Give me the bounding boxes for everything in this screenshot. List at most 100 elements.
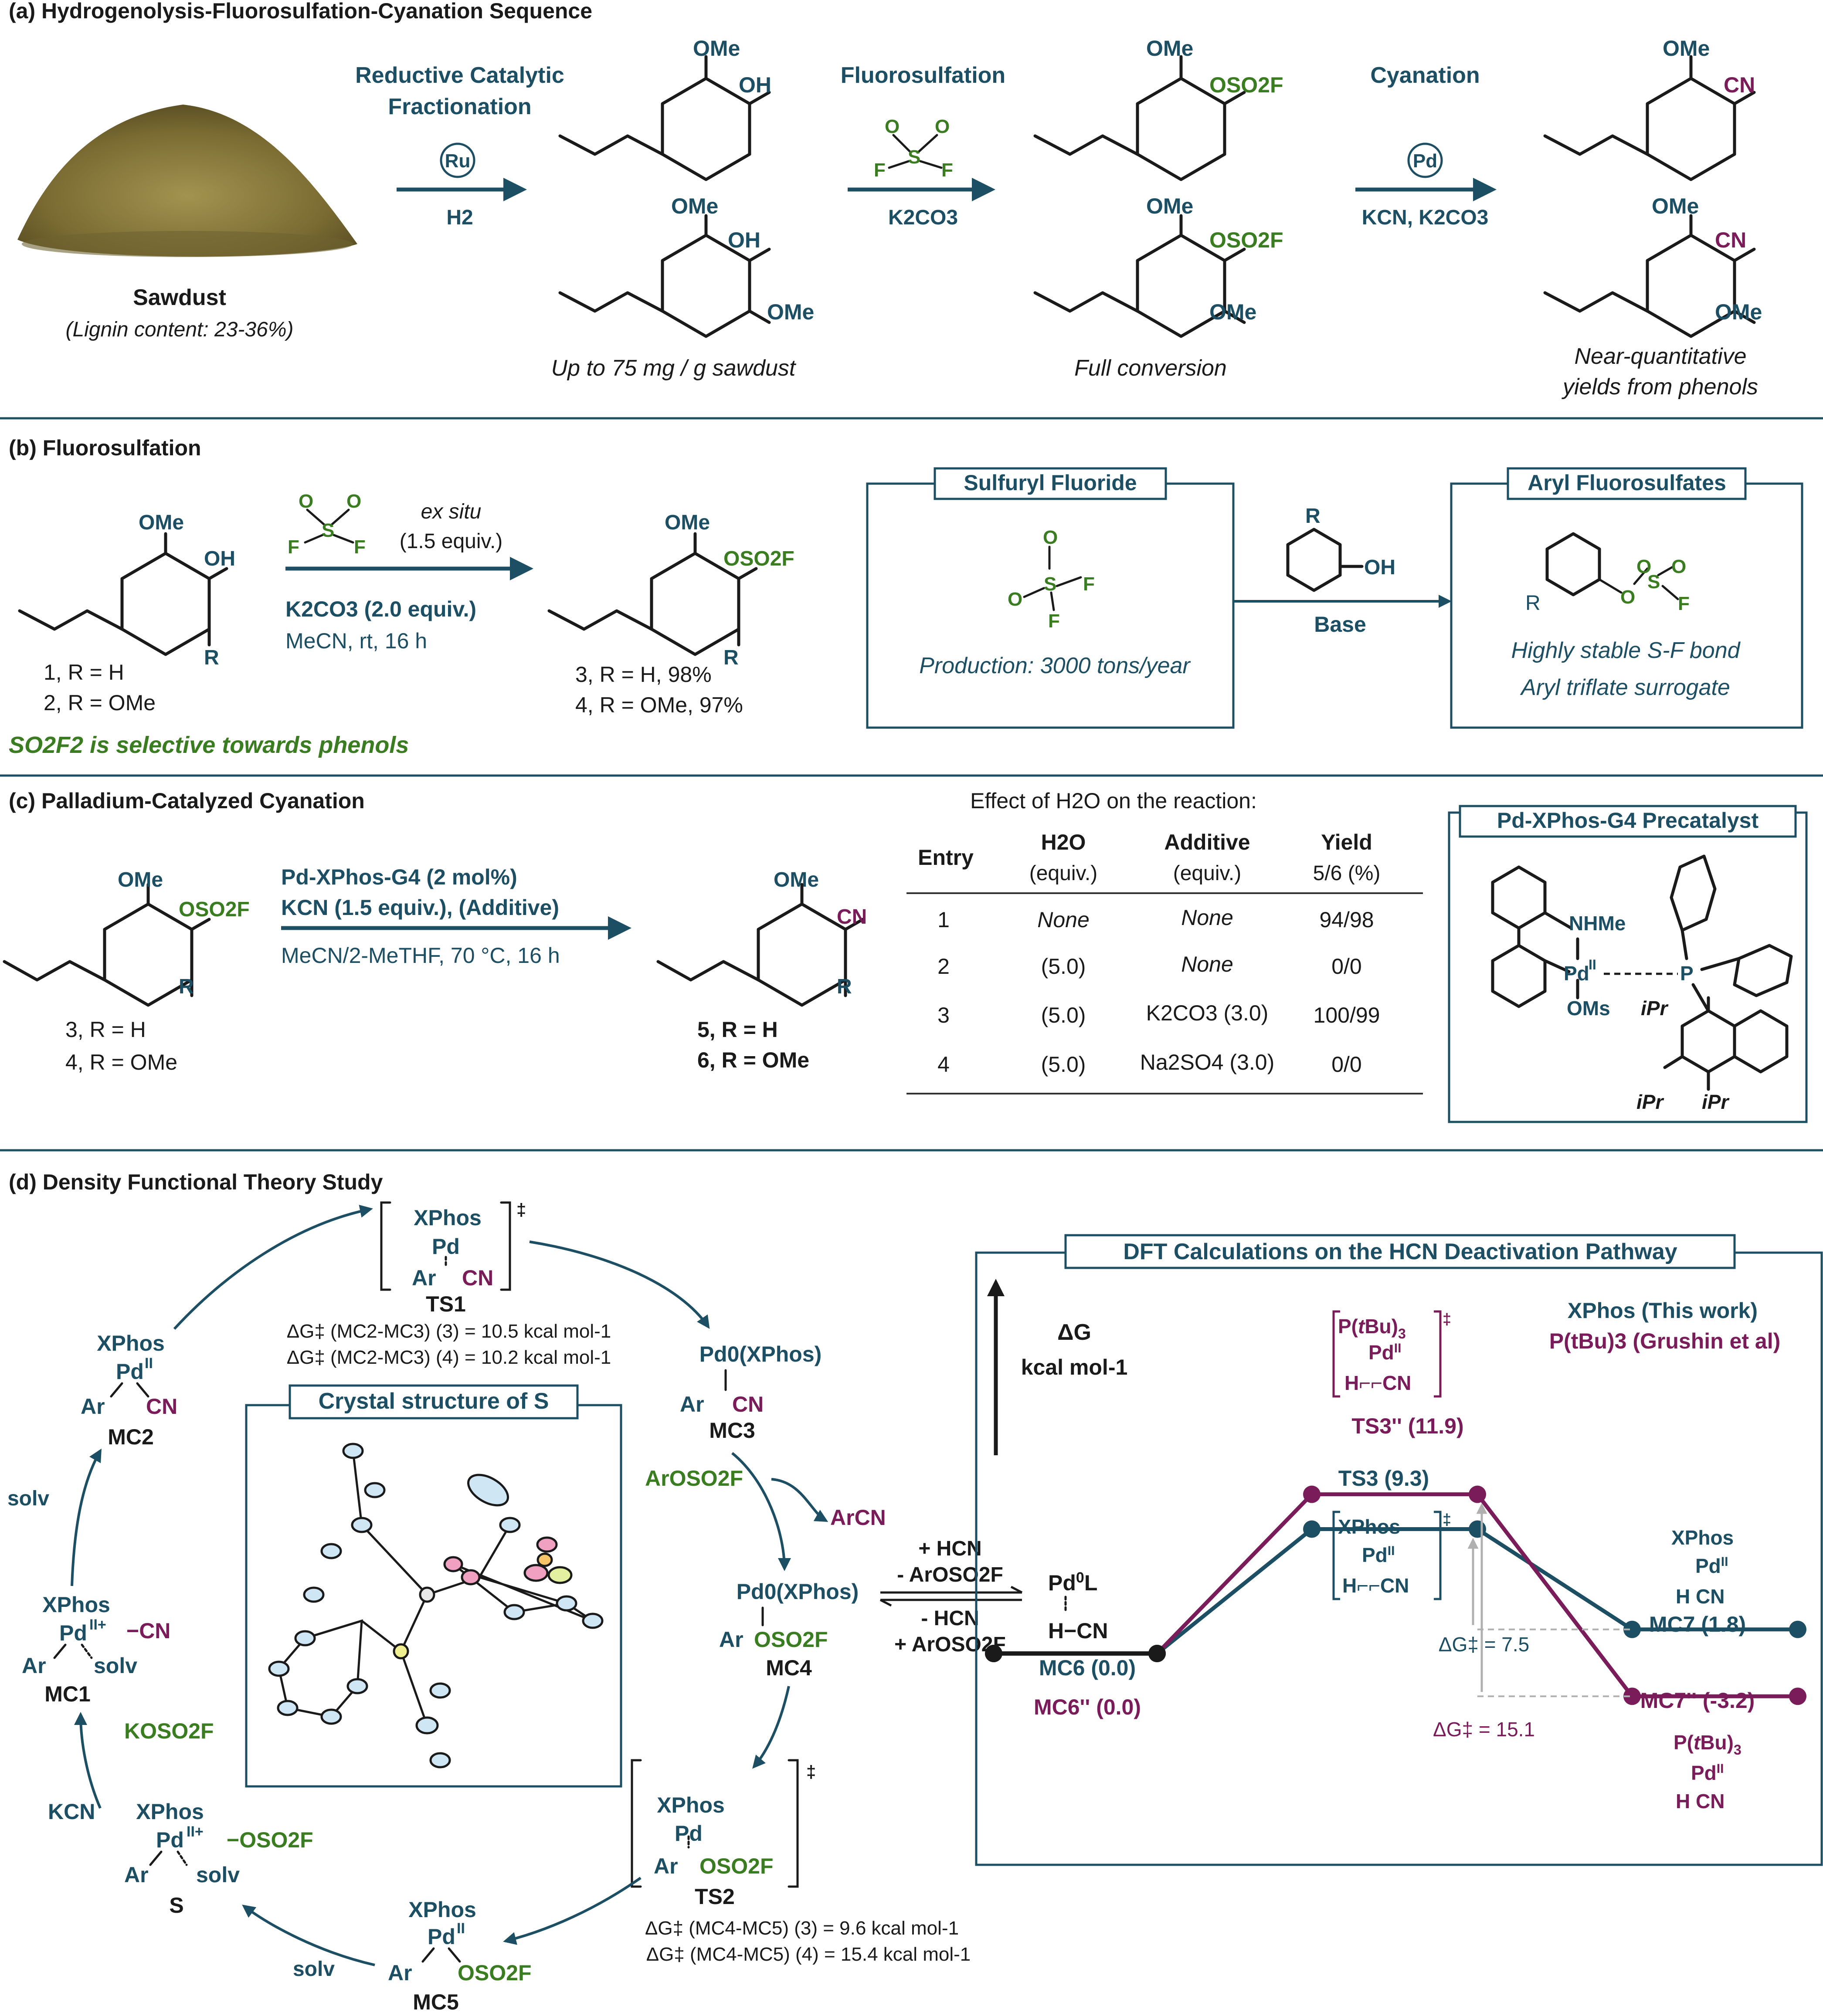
b-sm1: 1, R = H — [44, 660, 124, 684]
ts1-dagger: ‡ — [516, 1200, 526, 1220]
sulfuryl-fluoride-box-title-bg — [934, 467, 1167, 500]
sawdust-label: Sawdust — [133, 285, 226, 310]
phenol-2-structure — [558, 214, 771, 338]
phenol2-ome-bottom: OMe — [767, 300, 814, 324]
phenol-1-structure — [558, 55, 771, 181]
mc7-xphos: XPhos — [1671, 1526, 1734, 1549]
b-exsitu: ex situ — [421, 500, 482, 523]
ts3pp-pd: PdII — [1368, 1341, 1401, 1364]
energy-axis-arrowhead — [987, 1279, 1005, 1296]
sulfuryl-fluoride-title: Sulfuryl Fluoride — [964, 471, 1137, 495]
b-middle-phenol — [1286, 528, 1364, 592]
b-sm-ome: OMe — [139, 511, 184, 534]
fluorosulfate-1-structure — [1033, 55, 1246, 181]
step3-catalyst: Pd — [1413, 150, 1437, 172]
b-p3: 3, R = H, 98% — [575, 662, 712, 687]
fs2-oso2f: OSO2F — [1209, 228, 1283, 252]
mc1-bond1 — [53, 1643, 67, 1659]
energy-diagram-title-bg — [1064, 1234, 1736, 1269]
mc6-label: MC6 (0.0) — [1039, 1656, 1136, 1680]
ts3pp-ligand: P(tBu)3 — [1338, 1315, 1406, 1342]
ts1-cn: CN — [462, 1266, 493, 1290]
ts2-pd: Pd — [675, 1821, 703, 1846]
sf-structure — [1023, 546, 1082, 611]
energy-point — [1789, 1620, 1806, 1638]
koso2f-out: KOSO2F — [124, 1719, 214, 1743]
barrier-lines — [1467, 1503, 1632, 1698]
ts3pp-structure — [1332, 1310, 1442, 1398]
sf-s: S — [1044, 573, 1056, 595]
precat-pd-ox: II — [1589, 957, 1596, 972]
sf-production: Production: 3000 tons/year — [919, 653, 1191, 678]
table-caption: Effect of H2O on the reaction: — [970, 789, 1257, 813]
aryl-fluorosulfates-box-title-bg — [1507, 467, 1747, 500]
fluorosulfate-2-structure — [1033, 214, 1246, 338]
aryl-fluorosulfates-title: Aryl Fluorosulfates — [1528, 471, 1726, 495]
c-p-ome: OMe — [774, 868, 819, 891]
s-xphos: XPhos — [136, 1799, 204, 1824]
energy-axis-dg: ΔG — [1057, 1320, 1091, 1345]
b-so2f2-s: S — [322, 520, 334, 541]
mc5-oso2f: OSO2F — [458, 1961, 531, 1985]
energy-profile-lines — [985, 1485, 1806, 1705]
mc6-point — [1148, 1645, 1166, 1662]
aroso2f-curve — [771, 1478, 828, 1522]
ts2-oso2f: OSO2F — [699, 1854, 773, 1878]
mc2-ar: Ar — [81, 1394, 105, 1419]
mc5-pd: Pd — [428, 1925, 455, 1949]
s-bond2 — [177, 1850, 188, 1866]
mc1-counter: −CN — [126, 1619, 170, 1643]
c-sm-oso2f: OSO2F — [179, 898, 250, 921]
c-p6: 6, R = OMe — [697, 1048, 809, 1072]
solv-in: solv — [293, 1958, 335, 1981]
fs1-ome: OMe — [1146, 36, 1193, 61]
c-cat: Pd-XPhos-G4 (2 mol%) — [281, 865, 517, 889]
panel-c: (c) Palladium-Catalyzed Cyanation OMe OS… — [3, 789, 1808, 1123]
phenol1-oh: OH — [739, 73, 771, 97]
mc5-pd-ox: II — [457, 1920, 465, 1937]
ts2-bracket — [631, 1759, 799, 1888]
mc1-pd: Pd — [59, 1621, 87, 1645]
solv-out: solv — [7, 1487, 49, 1510]
c-conditions: MeCN/2-MeTHF, 70 °C, 16 h — [281, 943, 560, 968]
ts3-dagger: ‡ — [1443, 1511, 1451, 1528]
mc2-pd: Pd — [116, 1359, 144, 1384]
precat-nhme: NHMe — [1569, 912, 1626, 935]
crystal-structure-title-bg — [289, 1384, 579, 1420]
precat-oms: OMs — [1567, 997, 1610, 1020]
sawdust-image — [17, 105, 357, 257]
nitrile-1-structure — [1543, 55, 1756, 181]
barrier-ptbu: ΔG‡ = 15.1 — [1433, 1718, 1535, 1741]
energy-point — [1623, 1620, 1641, 1638]
precat-pd: Pd — [1564, 962, 1589, 985]
precat-ipr-2: iPr — [1636, 1091, 1664, 1113]
eq-plus-hcn: + HCN — [918, 1537, 981, 1560]
nitrile-2-structure — [1543, 214, 1756, 338]
s-pd: Pd — [156, 1828, 184, 1852]
sulfuryl-fluoride-box — [866, 482, 1235, 729]
b-selectivity: SO2F2 is selective towards phenols — [9, 732, 409, 758]
step3-reagent: KCN, K2CO3 — [1362, 206, 1489, 229]
aryl-fs-o1: O — [1636, 556, 1651, 577]
c-sm3: 3, R = H — [65, 1017, 146, 1042]
sf-o-left: O — [1008, 589, 1022, 610]
mc7-hcn: H CN — [1676, 1585, 1725, 1608]
b-middle-oh: OH — [1364, 556, 1395, 579]
mc6-pd0l: Pd0L — [1048, 1569, 1097, 1595]
table-row-3-yield: 100/99 — [1314, 1003, 1380, 1027]
mc1-pd-ox: II+ — [89, 1616, 106, 1633]
ts3-hcn: H⌐⌐CN — [1342, 1574, 1409, 1597]
phenol2-oh: OH — [728, 228, 760, 252]
aryl-fs-structure — [1545, 532, 1679, 600]
ts2-label: TS2 — [695, 1884, 735, 1909]
b-so2f2-o1: O — [299, 491, 313, 512]
b-so2f2-o2: O — [346, 491, 361, 512]
energy-axis-unit: kcal mol-1 — [1021, 1355, 1128, 1379]
energy-point — [1469, 1485, 1486, 1503]
mc3-pd: Pd0(XPhos) — [699, 1342, 822, 1366]
mc6-point — [985, 1645, 1002, 1662]
sf-f-bottom: F — [1048, 610, 1060, 632]
cycle-arrow-mc4-ts2 — [752, 1686, 790, 1769]
c-sm-structure — [3, 883, 211, 1007]
